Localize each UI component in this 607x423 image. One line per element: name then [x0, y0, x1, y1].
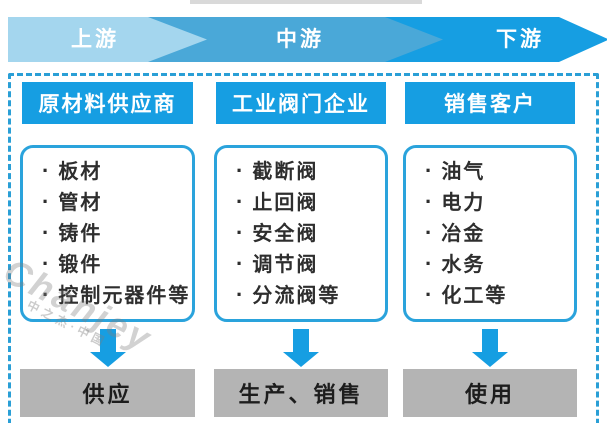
list-item: · 化工等	[425, 280, 574, 311]
bullet-icon: ·	[236, 189, 244, 214]
list-item-label: 截断阀	[252, 161, 319, 183]
list-item-label: 控制元器件等	[58, 285, 191, 307]
list-item-label: 冶金	[441, 223, 486, 245]
action-box-supply: 供应	[20, 369, 195, 417]
list-item-label: 电力	[441, 192, 486, 214]
downstream-label: 下游	[496, 28, 544, 51]
upstream-label: 上游	[71, 28, 119, 51]
list-item: · 电力	[425, 187, 574, 218]
list-item: · 油气	[425, 156, 574, 187]
bullet-icon: ·	[236, 158, 244, 183]
item-list-box: · 截断阀 · 止回阀 · 安全阀 · 调节阀 · 分流阀等	[214, 145, 388, 322]
action-box-use: 使用	[403, 369, 577, 417]
list-item: · 冶金	[425, 218, 574, 249]
list-item-label: 铸件	[58, 223, 103, 245]
list-item: · 铸件	[42, 218, 192, 249]
list-item-label: 调节阀	[252, 254, 319, 276]
bullet-icon: ·	[425, 189, 433, 214]
list-item-label: 水务	[441, 254, 486, 276]
bullet-icon: ·	[42, 158, 50, 183]
bullet-icon: ·	[236, 251, 244, 276]
list-item: · 调节阀	[236, 249, 385, 280]
bullet-icon: ·	[42, 251, 50, 276]
down-arrow-icon	[472, 329, 508, 367]
bullet-icon: ·	[425, 220, 433, 245]
item-list-box: · 油气 · 电力 · 冶金 · 水务 · 化工等	[403, 145, 577, 322]
list-item-label: 分流阀等	[252, 285, 341, 307]
list-item: · 板材	[42, 156, 192, 187]
arrow-stem	[293, 329, 309, 352]
list-item: · 锻件	[42, 249, 192, 280]
bullet-icon: ·	[42, 220, 50, 245]
list-item-label: 板材	[58, 161, 103, 183]
list-item: · 控制元器件等	[42, 280, 192, 311]
bullet-icon: ·	[236, 220, 244, 245]
list-item: · 水务	[425, 249, 574, 280]
column-header: 工业阀门企业	[216, 82, 386, 124]
bullet-icon: ·	[425, 251, 433, 276]
list-item-label: 管材	[58, 192, 103, 214]
bullet-icon: ·	[425, 158, 433, 183]
bullet-icon: ·	[42, 189, 50, 214]
bullet-icon: ·	[425, 282, 433, 307]
list-item: · 安全阀	[236, 218, 385, 249]
list-item-label: 锻件	[58, 254, 103, 276]
list-item-label: 化工等	[441, 285, 508, 307]
list-item-label: 安全阀	[252, 223, 319, 245]
arrow-head	[472, 352, 508, 367]
item-list-box: · 板材 · 管材 · 铸件 · 锻件 · 控制元器件等	[20, 145, 195, 322]
column-valve-enterprises: 工业阀门企业 · 截断阀 · 止回阀 · 安全阀 · 调节阀 · 分流阀等 生产、销售	[214, 82, 388, 417]
list-item-label: 止回阀	[252, 192, 319, 214]
top-crop-artifact	[190, 0, 422, 4]
bullet-icon: ·	[236, 282, 244, 307]
stage-banner: 上游 中游 下游	[8, 17, 607, 62]
down-arrow-icon	[89, 329, 126, 367]
action-box-produce-sell: 生产、销售	[214, 369, 388, 417]
dashed-frame	[8, 73, 599, 423]
list-item-label: 油气	[441, 161, 486, 183]
list-item: · 分流阀等	[236, 280, 385, 311]
midstream-label: 中游	[276, 28, 324, 51]
arrow-stem	[99, 329, 116, 352]
column-sales-customers: 销售客户 · 油气 · 电力 · 冶金 · 水务 · 化工等 使用	[403, 82, 577, 417]
arrow-head	[283, 352, 319, 367]
arrow-head	[89, 352, 126, 367]
list-item: · 管材	[42, 187, 192, 218]
list-item: · 止回阀	[236, 187, 385, 218]
down-arrow-icon	[283, 329, 319, 367]
list-item: · 截断阀	[236, 156, 385, 187]
arrow-stem	[482, 329, 498, 352]
column-header: 原材料供应商	[22, 82, 193, 124]
bullet-icon: ·	[42, 282, 50, 307]
column-header: 销售客户	[405, 82, 575, 124]
column-raw-material-suppliers: 原材料供应商 · 板材 · 管材 · 铸件 · 锻件 · 控制元器件等 供应	[20, 82, 195, 417]
